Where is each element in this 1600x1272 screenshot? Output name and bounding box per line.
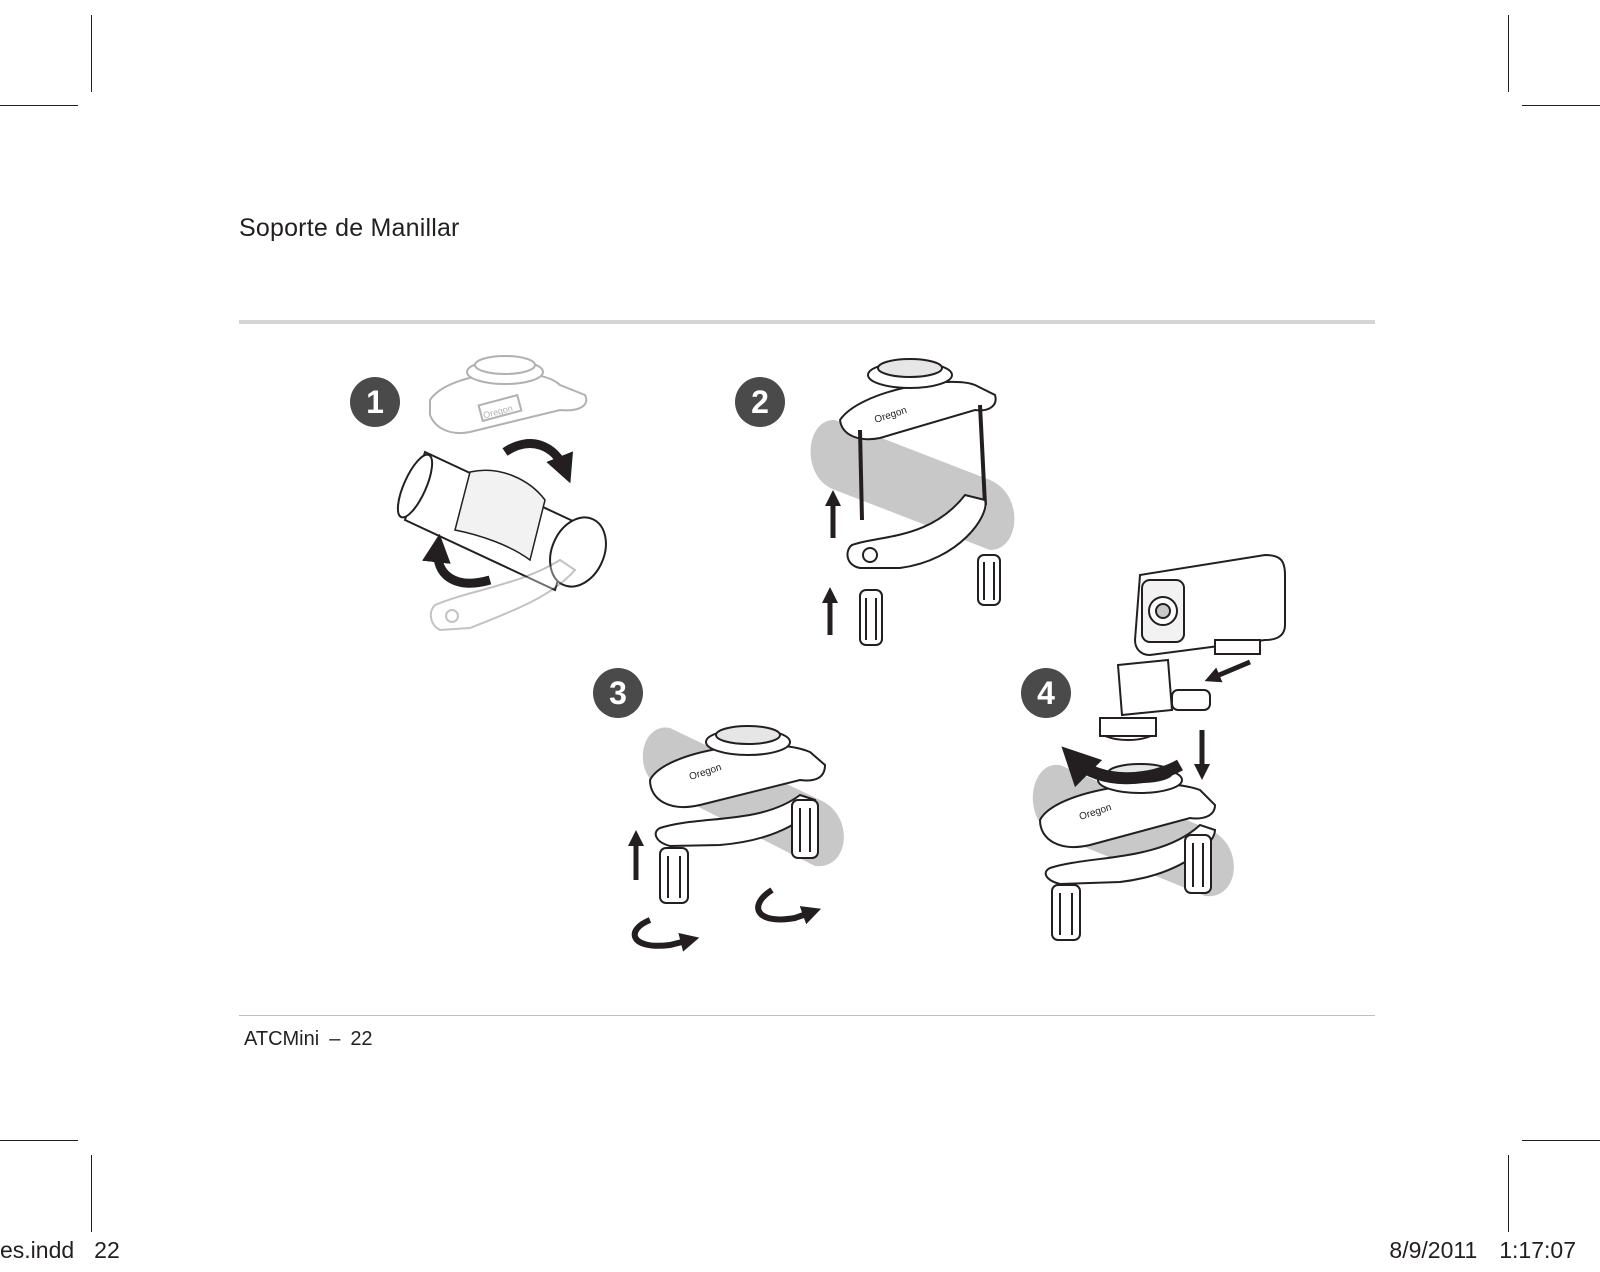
section-title: Soporte de Manillar [239, 214, 460, 242]
header-rule [239, 320, 1375, 324]
crop-mark [91, 1155, 92, 1232]
step-2-badge [735, 377, 785, 427]
step-1-figure: 1 Oregon [350, 355, 607, 632]
bracket-faded [429, 558, 577, 632]
bolt [858, 429, 864, 521]
knob [659, 847, 689, 904]
step-1-number: 1 [366, 384, 384, 420]
tighten-arrow-icon [755, 887, 822, 925]
insert-arrow-icon [1204, 659, 1251, 683]
crop-mark [0, 105, 78, 106]
knob [1184, 834, 1212, 894]
footer-page-number: 22 [350, 1028, 373, 1050]
mount-top-faded: Oregon [429, 355, 588, 434]
rotate-arrow [502, 439, 574, 484]
handlebar-tube [396, 450, 607, 592]
knob [1051, 884, 1081, 941]
slug-file: es.indd [0, 1237, 75, 1263]
crop-mark [1522, 105, 1600, 106]
crop-mark [0, 1140, 78, 1141]
rotate-arrow [422, 533, 492, 588]
knob [791, 799, 819, 859]
mount-top: Oregon [838, 358, 997, 441]
step-1-badge [350, 377, 400, 427]
print-slug-right: 8/9/2011 1:17:07 [1389, 1237, 1576, 1264]
footer-rule [239, 1015, 1375, 1016]
step-2-figure: 2 Oregon [735, 358, 1015, 646]
step-4-figure: 4 Oregon [1021, 553, 1286, 941]
page-footer: ATCMini–22 [244, 1028, 373, 1051]
bracket [846, 493, 987, 569]
rotate-arrow-icon [1061, 746, 1183, 788]
crop-mark [1508, 1155, 1509, 1232]
crop-mark [1508, 15, 1509, 92]
step-3-badge [593, 668, 643, 718]
knob [977, 554, 1001, 606]
knob [859, 589, 883, 646]
slug-time: 1:17:07 [1499, 1237, 1576, 1263]
footer-separator: – [329, 1028, 341, 1050]
bolt [978, 404, 987, 506]
step-4-badge [1021, 668, 1071, 718]
crop-mark [1522, 1140, 1600, 1141]
footer-product: ATCMini [244, 1028, 320, 1050]
mount-top: Oregon [648, 725, 827, 808]
step-3-figure: 3 Oregon [593, 668, 844, 952]
slug-date: 8/9/2011 [1389, 1237, 1478, 1263]
step-3-number: 3 [609, 675, 627, 711]
step-2-number: 2 [751, 384, 769, 420]
slug-page: 22 [94, 1237, 120, 1263]
step-4-number: 4 [1037, 675, 1055, 711]
tripod-adapter [1099, 658, 1211, 741]
camera-icon [1133, 553, 1286, 657]
tighten-arrow-icon [631, 917, 700, 952]
crop-mark [91, 15, 92, 92]
print-slug-left: es.indd 22 [0, 1237, 120, 1264]
